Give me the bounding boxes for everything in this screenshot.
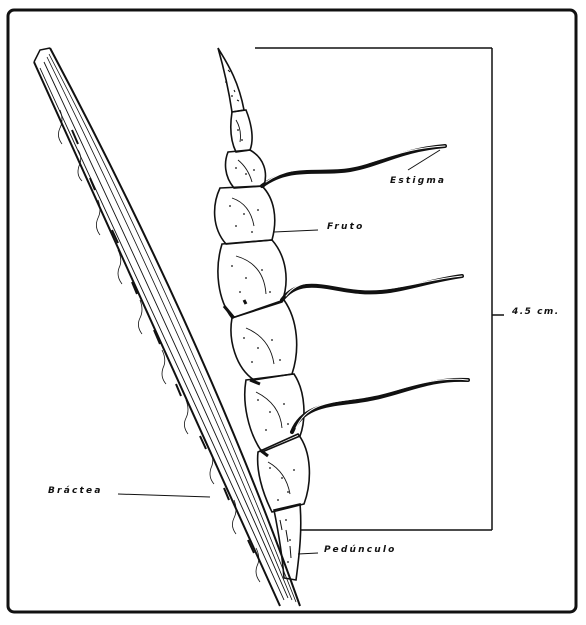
fruit-label: Fruto [327,222,365,232]
fruit-stipple [225,81,295,563]
bract-drawing [34,48,300,606]
fruit-leader [274,230,318,232]
fruit-chain [215,48,310,580]
bract-label: Bráctea [48,486,103,496]
stigma-label: Estigma [390,176,446,186]
peduncle-leader [298,553,318,554]
stigmas [262,146,468,432]
leader-lines [118,150,440,554]
figure-frame [8,10,576,612]
scale-label: 4.5 cm. [512,307,560,317]
bract-leader [118,494,210,497]
peduncle-label: Pedúnculo [324,545,397,555]
